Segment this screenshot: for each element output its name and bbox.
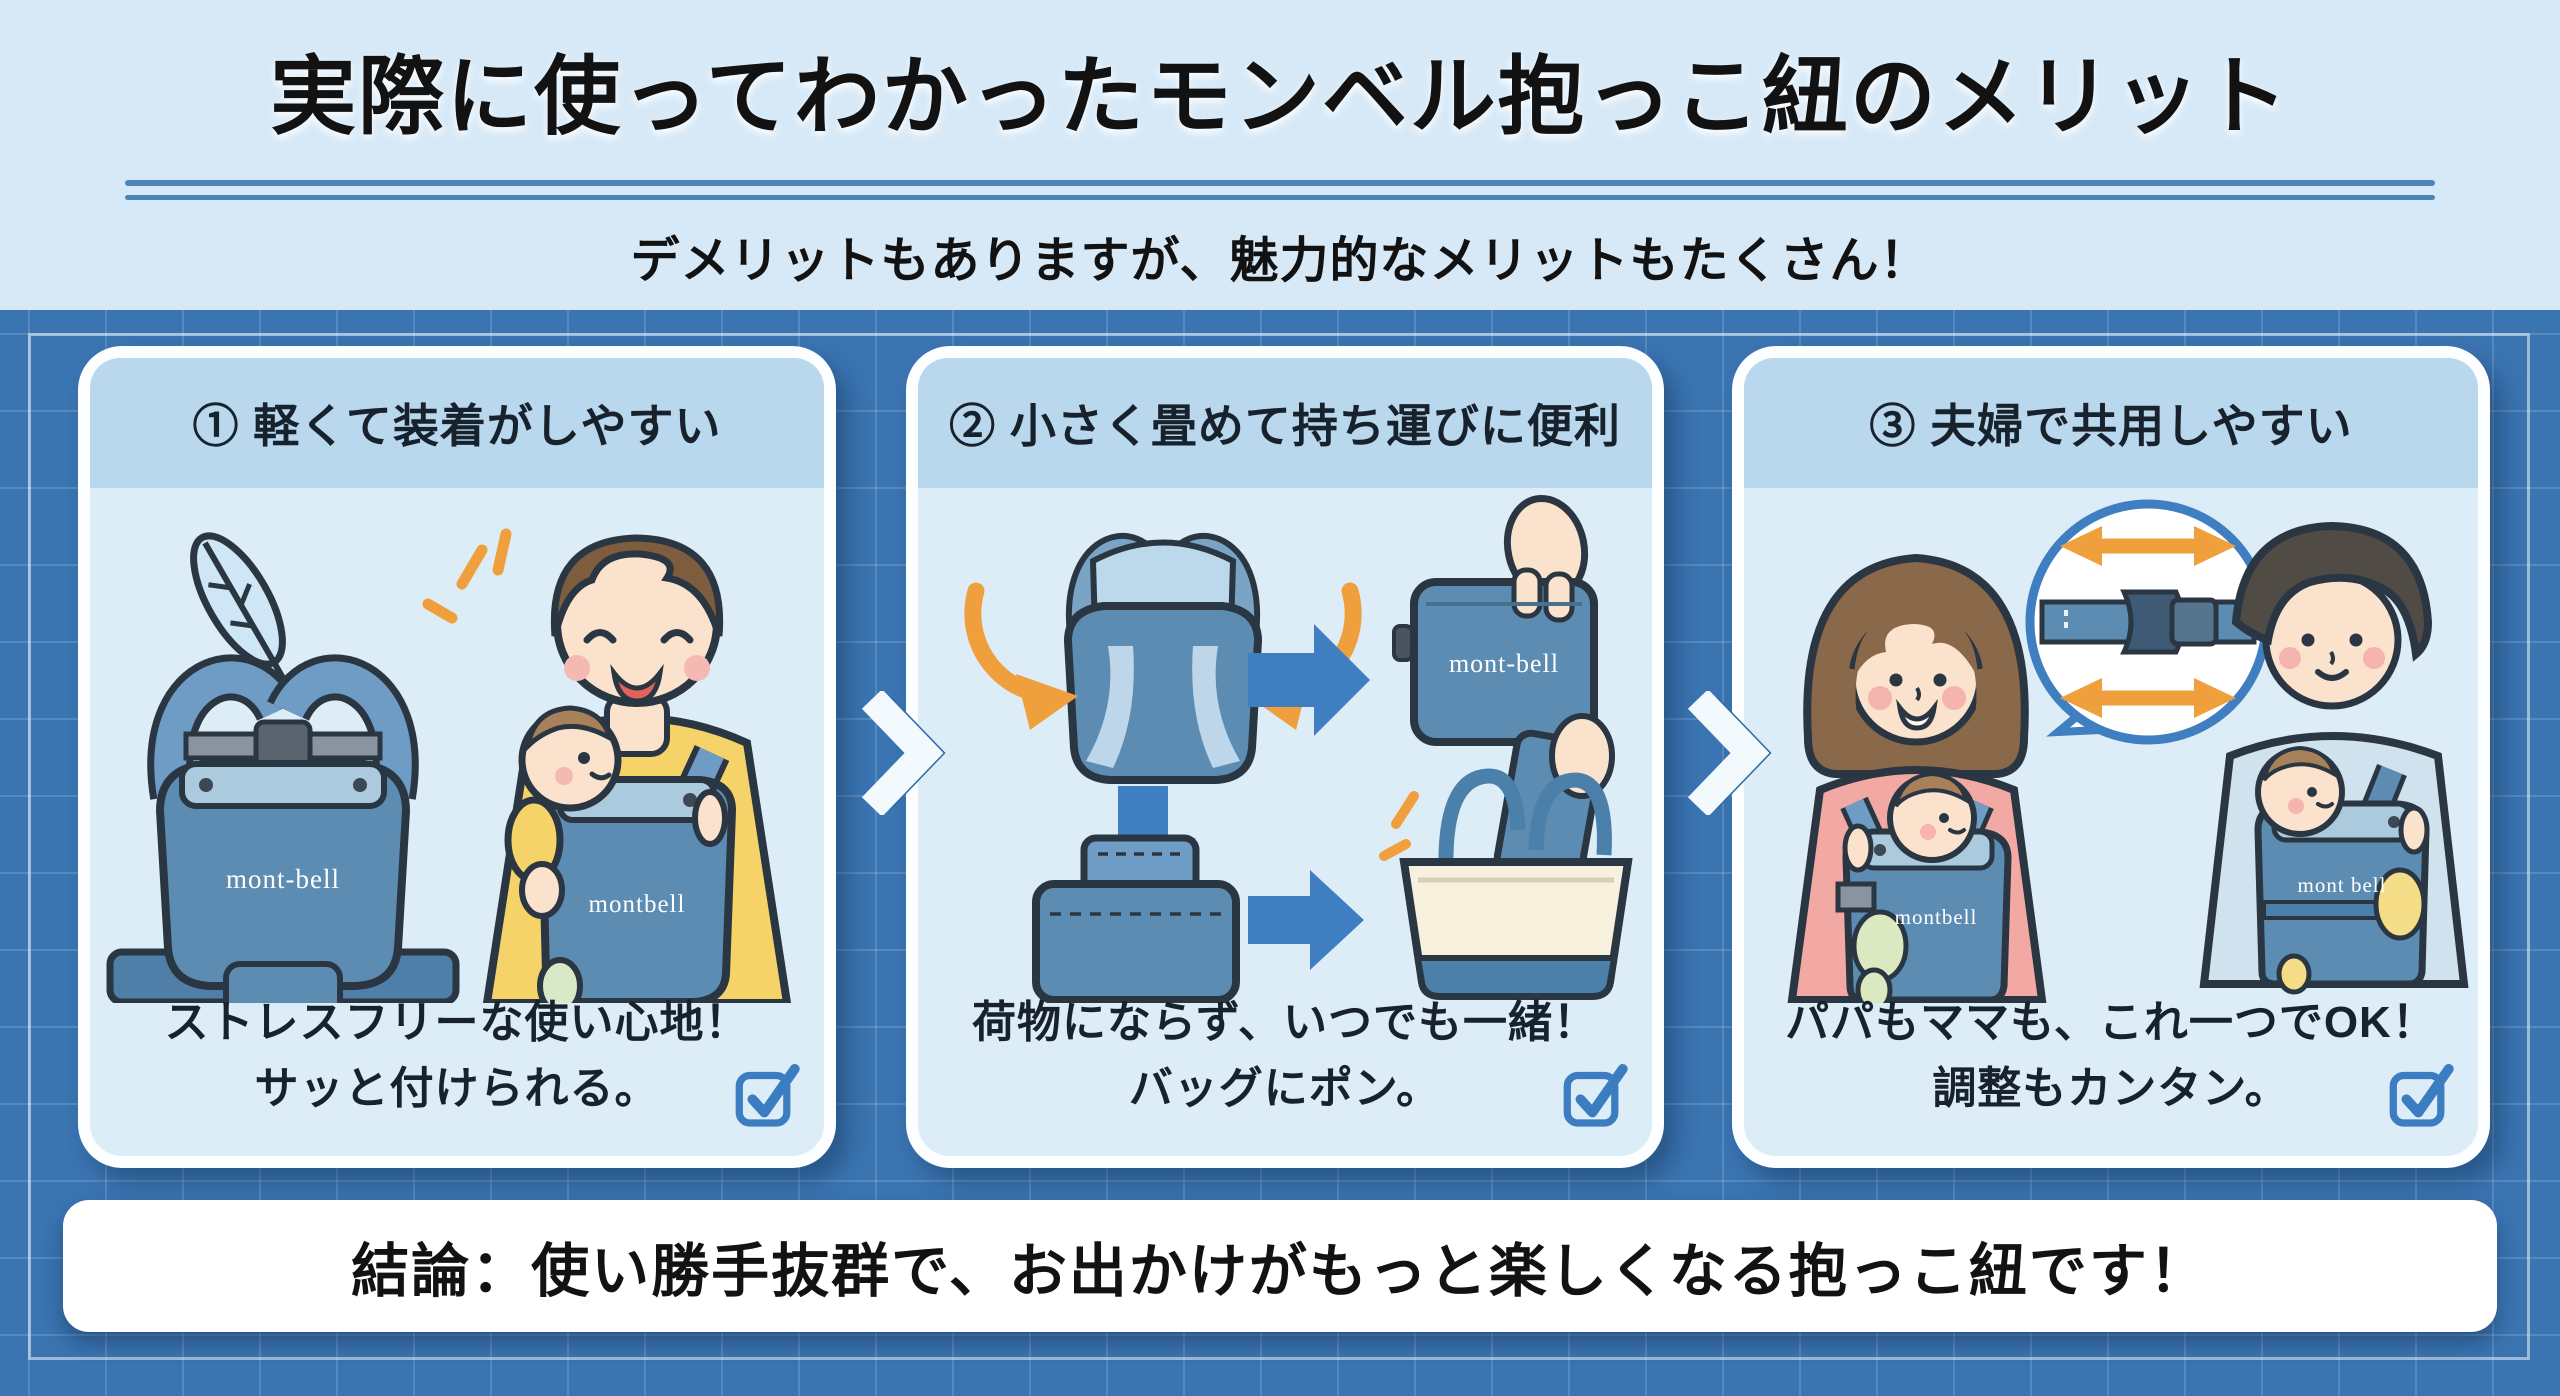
benefit-card-1: ① 軽くて装着がしやすい <box>78 346 836 1168</box>
adjustment-speech-bubble <box>2025 499 2271 745</box>
dad-with-baby: mont bell <box>2199 521 2469 995</box>
brand-label-dad-carrier: mont bell <box>2298 873 2387 897</box>
card-1-illustration: mont-bell <box>106 528 792 1003</box>
baby-carrier-front: mont-bell <box>106 654 460 1003</box>
carrier-pouch: mont-bell <box>1392 494 1598 746</box>
feather-icon <box>190 532 291 689</box>
zipper-pull <box>1392 624 1414 662</box>
step-arrow-right-icon <box>1248 870 1364 970</box>
card-3-title: ③ 夫婦で共用しやすい <box>1744 358 2478 488</box>
caption-line: ストレスフリーな使い心地！ <box>164 998 750 1047</box>
conclusion-text: 結論：使い勝手抜群で、お出かけがもっと楽しくなる抱っこ紐です！ <box>351 1239 2209 1304</box>
sparkle-icon <box>422 528 512 624</box>
caption-line: サッと付けられる。 <box>254 1064 660 1113</box>
parent-hair <box>550 534 724 637</box>
title-underline <box>125 180 2435 200</box>
adjust-arrow-icon <box>2060 526 2236 718</box>
step-arrow-right-icon <box>1248 624 1370 736</box>
page-subtitle: デメリットもありますが、魅力的なメリットもたくさん！ <box>630 234 1930 288</box>
card-3-caption: パパもママも、これ一つでOK！ 調整もカンタン。 <box>1744 990 2478 1122</box>
header-band: 実際に使ってわかったモンベル抱っこ紐のメリット デメリットもありますが、魅力的な… <box>0 0 2560 310</box>
caption-line: 荷物にならず、いつでも一緒！ <box>971 998 1599 1047</box>
step-chevron-icon <box>861 691 946 815</box>
dad-hair <box>2231 521 2433 662</box>
checkbox-icon <box>735 1063 800 1127</box>
parent-with-baby: montbell <box>482 534 792 1003</box>
caption-line: 調整もカンタン。 <box>1932 1064 2290 1113</box>
buckle-icon <box>253 719 313 769</box>
benefit-card-3: ③ 夫婦で共用しやすい <box>1732 346 2490 1168</box>
underline-top-rule <box>125 180 2435 186</box>
brand-label-worn: montbell <box>589 891 686 918</box>
mom-with-baby: montbell <box>1787 553 2047 1003</box>
card-1-caption: ストレスフリーな使い心地！ サッと付けられる。 <box>90 990 824 1122</box>
caption-line: パパもママも、これ一つでOK！ <box>1785 998 2437 1047</box>
step-chevron-icon <box>1687 691 1772 815</box>
side-buckle <box>1835 881 1877 913</box>
brand-label-mom-carrier: montbell <box>1895 905 1978 929</box>
underline-bottom-rule <box>125 195 2435 200</box>
page-title: 実際に使ってわかったモンベル抱っこ紐のメリット <box>270 49 2290 145</box>
tote-bag <box>1379 713 1633 1000</box>
brand-label-carrier: mont-bell <box>226 864 340 894</box>
card-2-title: ② 小さく畳めて持ち運びに便利 <box>918 358 1652 488</box>
main-board: ① 軽くて装着がしやすい <box>0 310 2560 1396</box>
checkbox-icon <box>1563 1063 1628 1127</box>
sparkle-icon <box>1379 791 1419 861</box>
card-2-illustration: mont-bell <box>964 494 1633 1003</box>
conclusion-banner: 結論：使い勝手抜群で、お出かけがもっと楽しくなる抱っこ紐です！ <box>63 1200 2497 1332</box>
brand-label-pouch: mont-bell <box>1449 649 1559 678</box>
folding-carrier <box>964 533 1362 784</box>
caption-line: バッグにポン。 <box>1128 1064 1442 1113</box>
folded-pouch <box>1032 834 1240 1003</box>
card-3-illustration: montbell <box>1787 499 2469 1003</box>
benefit-card-2: ② 小さく畳めて持ち運びに便利 <box>906 346 1664 1168</box>
card-1-title: ① 軽くて装着がしやすい <box>90 358 824 488</box>
card-2-caption: 荷物にならず、いつでも一緒！ バッグにポン。 <box>918 990 1652 1122</box>
checkbox-icon <box>2389 1063 2454 1127</box>
